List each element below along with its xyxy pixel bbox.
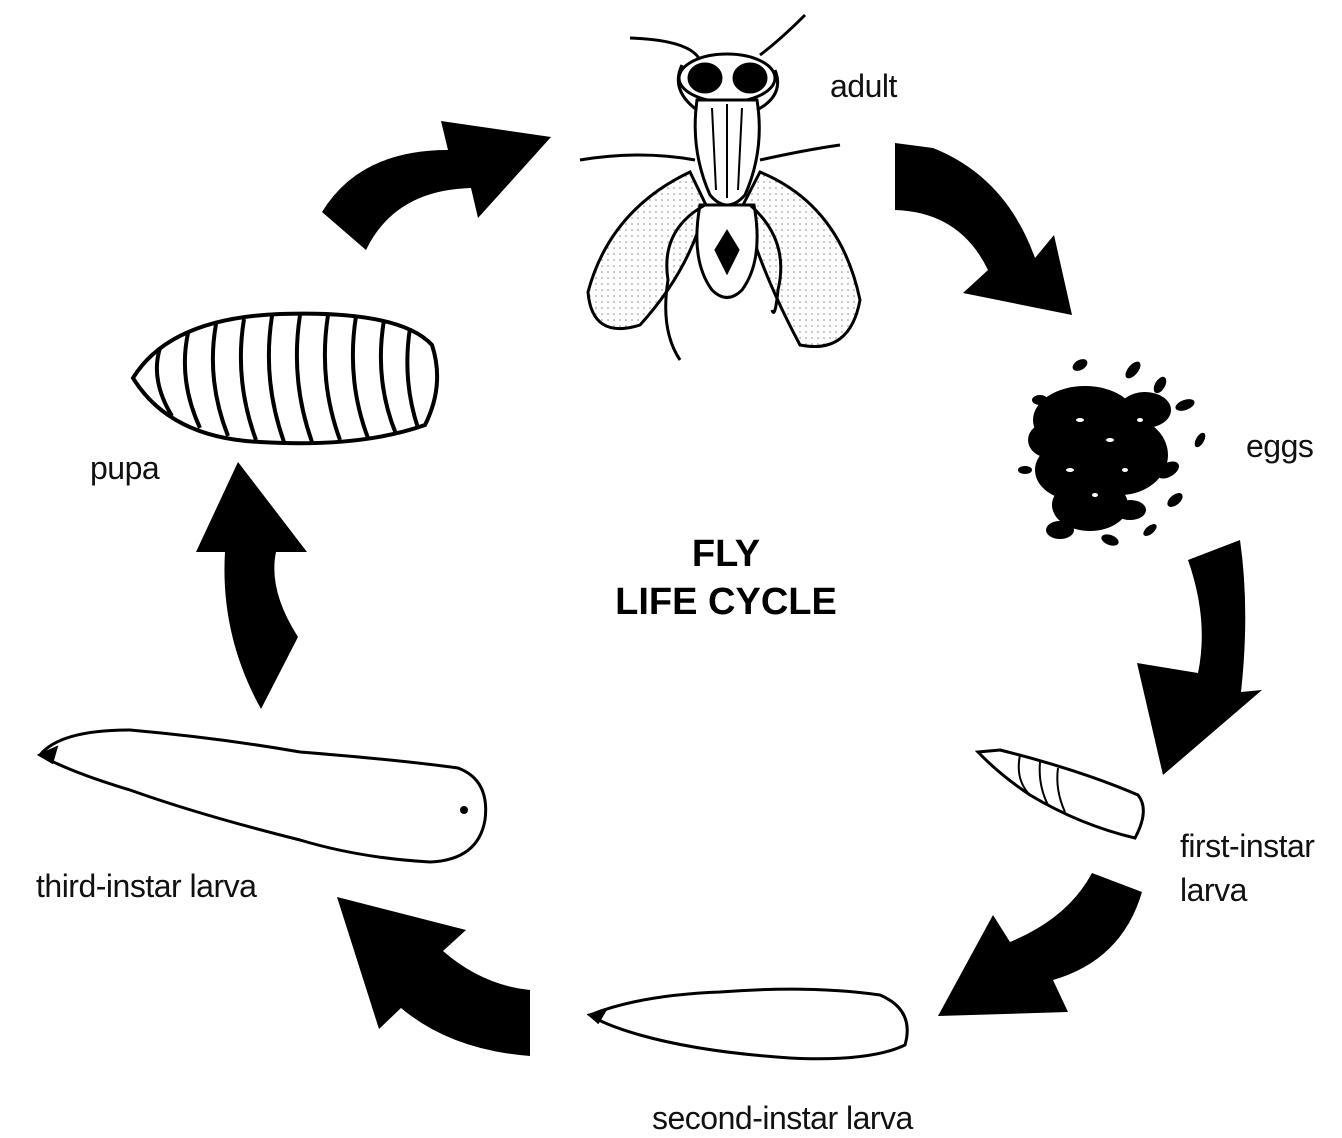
pupa-illustration	[133, 314, 437, 444]
label-third-instar: third-instar larva	[36, 868, 256, 904]
arrow-first-to-second-instar	[938, 873, 1142, 1016]
label-adult: adult	[830, 68, 897, 104]
second-instar-larva-illustration	[590, 989, 907, 1059]
third-instar-larva-illustration	[40, 730, 486, 862]
arrow-third-to-pupa	[196, 462, 307, 709]
label-second-instar: second-instar larva	[652, 1100, 913, 1136]
title-line-2: LIFE CYCLE	[521, 578, 931, 626]
arrow-pupa-to-adult	[322, 121, 551, 250]
arrow-eggs-to-first-instar	[1137, 540, 1262, 775]
label-first-instar-line1: first-instar	[1180, 828, 1314, 864]
adult-fly-illustration	[580, 15, 860, 360]
diagram-title: FLY LIFE CYCLE	[521, 530, 931, 626]
label-eggs: eggs	[1246, 428, 1313, 464]
arrow-adult-to-eggs	[895, 143, 1072, 315]
label-pupa: pupa	[90, 450, 159, 486]
first-instar-larva-illustration	[978, 750, 1143, 838]
label-first-instar-line2: larva	[1180, 872, 1247, 908]
title-line-1: FLY	[521, 530, 931, 578]
arrow-second-to-third-instar	[337, 897, 530, 1056]
eggs-cluster-illustration	[1018, 357, 1207, 548]
